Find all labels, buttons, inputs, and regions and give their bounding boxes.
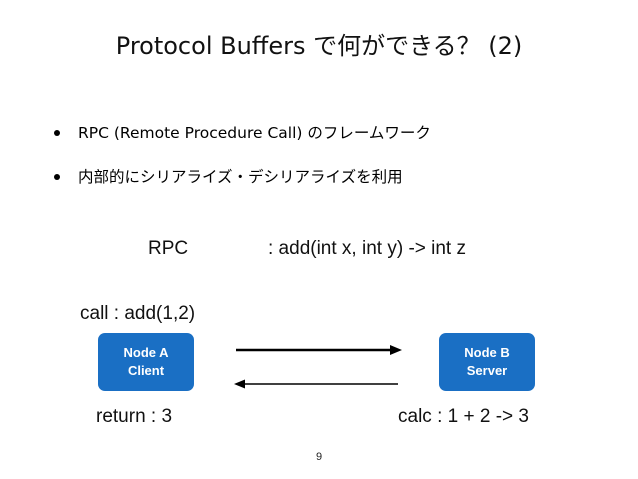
return-label: return : 3 (96, 406, 173, 427)
page-number: 9 (315, 451, 323, 463)
calc-label: calc : 1 + 2 -> 3 (398, 406, 529, 427)
bullet-dot-icon (54, 174, 60, 180)
node-a-role: Client (127, 363, 165, 378)
node-a-name: Node A (123, 345, 169, 360)
bullet-text: RPC (Remote Procedure Call) のフレームワーク (78, 124, 431, 142)
request-arrow (236, 345, 402, 355)
node-a-client: Node A Client (98, 333, 194, 391)
bullet-item-rpc: RPC (Remote Procedure Call) のフレームワーク (52, 122, 612, 144)
node-b-server: Node B Server (439, 333, 535, 391)
response-arrow (234, 379, 398, 389)
bullet-text: 内部的にシリアライズ・デシリアライズを利用 (78, 168, 403, 186)
slide-title: Protocol Buffers で何ができる？ (2) (115, 32, 523, 60)
node-b-role: Server (466, 363, 508, 378)
rpc-signature: : add(int x, int y) -> int z (268, 238, 466, 259)
bullet-list: RPC (Remote Procedure Call) のフレームワーク 内部的… (52, 122, 612, 210)
bullet-dot-icon (54, 130, 60, 136)
call-label: call : add(1,2) (80, 303, 196, 324)
node-b-name: Node B (464, 345, 510, 360)
bullet-item-serialization: 内部的にシリアライズ・デシリアライズを利用 (52, 166, 612, 188)
rpc-label: RPC (148, 238, 189, 259)
